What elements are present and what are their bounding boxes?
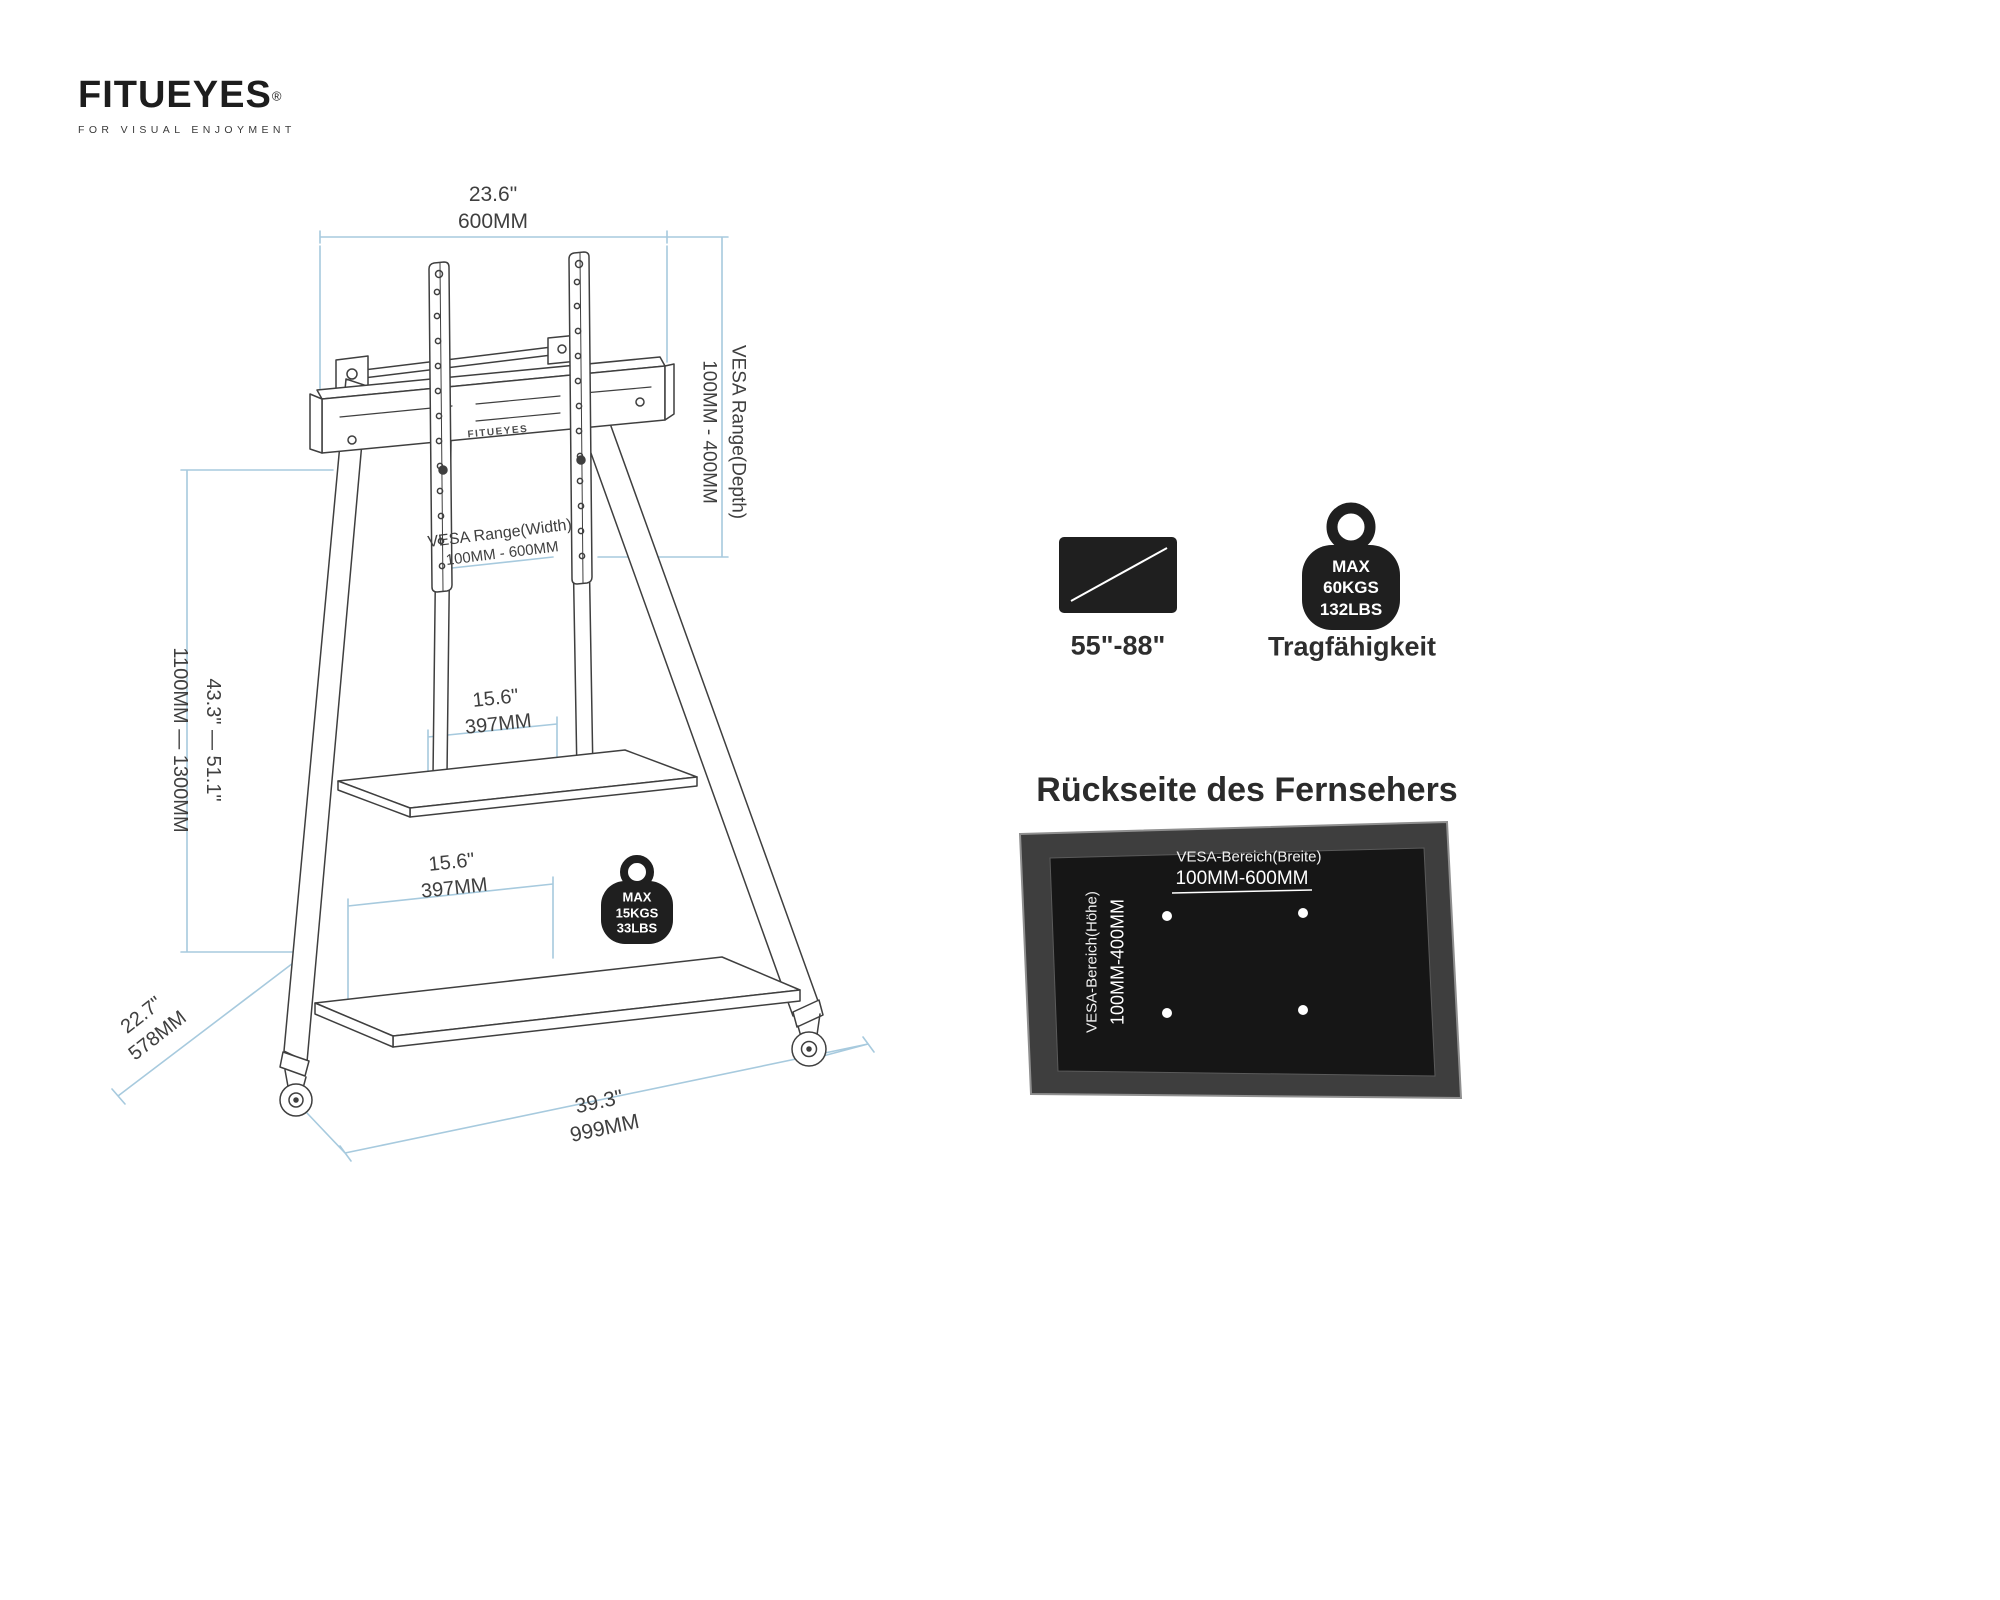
screen-size-range: 55"-88"	[1070, 630, 1166, 661]
dim-top-width: 23.6" 600MM	[458, 182, 528, 236]
dim-line-vesa-depth	[597, 236, 729, 558]
vesa-width-range: 100MM-600MM	[1175, 867, 1309, 889]
tv-back-panel	[1018, 820, 1463, 1100]
dim-vesa-depth-label: VESA Range(Depth)	[727, 344, 749, 520]
shelf-capacity-text: MAX 15KGS 33LBS	[616, 890, 659, 937]
dim-shelf-lower: 15.6" 397MM	[417, 847, 489, 905]
brand-tagline: FOR VISUAL ENJOYMENT	[78, 124, 296, 136]
dim-vesa-depth: VESA Range(Depth) 100MM - 400MM	[694, 345, 753, 519]
shelf-capacity-lbs: 33LBS	[616, 920, 658, 936]
dim-shelf-upper: 15.6" 397MM	[461, 683, 533, 741]
dim-height-mm: 1100MM — 1300MM	[169, 647, 191, 833]
tv-screen-icon	[1059, 537, 1177, 613]
vesa-hole-dots	[1162, 908, 1308, 1018]
brand-logo: FITUEYES® FOR VISUAL ENJOYMENT	[78, 74, 296, 136]
load-capacity-kg: 60KGS	[1323, 578, 1379, 598]
registered-mark-icon: ®	[271, 88, 282, 104]
vesa-height-label: VESA-Bereich(Höhe)	[1083, 891, 1101, 1033]
dim-line-base-width	[306, 1036, 875, 1162]
left-leg	[283, 378, 368, 1063]
tv-back-plate	[1049, 847, 1436, 1077]
dim-line-shelf-upper	[427, 716, 558, 780]
bottom-shelf	[314, 956, 801, 1048]
shelf-capacity-max: MAX	[622, 889, 652, 905]
load-capacity-text: MAX 60KGS 132LBS	[1320, 556, 1382, 620]
left-caster	[279, 1051, 313, 1117]
shelf-weight-icon	[601, 855, 673, 944]
load-capacity-caption: Tragfähigkeit	[1267, 631, 1437, 662]
vesa-rails	[428, 251, 593, 593]
brand-name-row: FITUEYES®	[78, 74, 296, 117]
load-weight-icon	[1302, 502, 1400, 630]
dim-height-inches: 43.3" — 51.1"	[202, 678, 224, 802]
dim-top-width-inches: 23.6"	[468, 183, 518, 207]
middle-shelf	[337, 749, 698, 818]
dim-line-vesa-width	[451, 556, 554, 569]
right-caster	[791, 999, 827, 1067]
dim-vesa-depth-range: 100MM - 400MM	[698, 360, 719, 504]
vesa-width-label: VESA-Bereich(Breite)	[1176, 848, 1322, 866]
stand-drawing	[279, 251, 827, 1117]
load-capacity-lbs: 132LBS	[1319, 599, 1383, 619]
tv-back-title: Rückseite des Fernsehers	[1036, 771, 1458, 810]
dim-line-shelf-lower	[347, 876, 554, 1003]
shelf-capacity-kg: 15KGS	[615, 905, 659, 921]
dim-top-width-mm: 600MM	[457, 210, 529, 233]
vesa-height-block: VESA-Bereich(Höhe) 100MM-400MM	[1081, 891, 1131, 1033]
load-capacity-max: MAX	[1332, 557, 1370, 577]
dim-line-height	[180, 469, 334, 953]
dimension-lines	[111, 230, 875, 1162]
dim-height-range: 43.3" — 51.1" 1100MM — 1300MM	[163, 647, 229, 832]
vesa-width-underline	[1171, 889, 1313, 894]
vesa-height-range: 100MM-400MM	[1106, 898, 1127, 1026]
brand-name: FITUEYES	[78, 74, 272, 116]
